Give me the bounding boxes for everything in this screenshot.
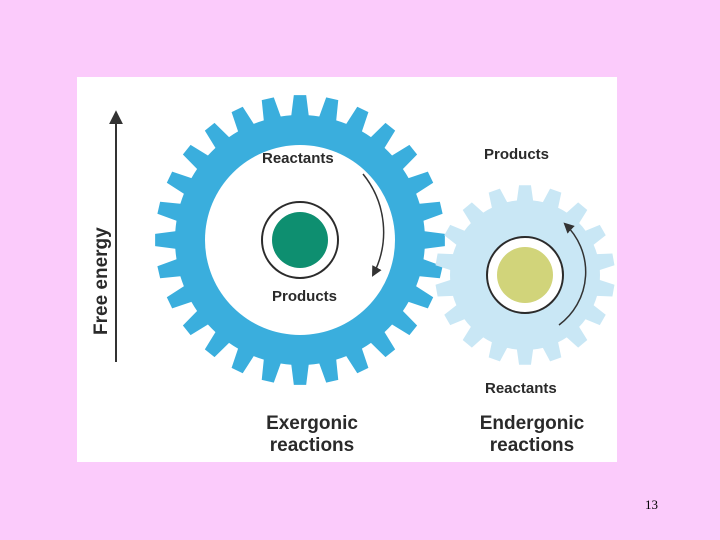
endergonic-bottom-label: Reactants (485, 380, 557, 397)
endergonic-caption: Endergonic reactions (467, 413, 597, 457)
page-number: 13 (645, 497, 658, 512)
endergonic-gear (435, 185, 615, 365)
exergonic-caption: Exergonic reactions (257, 413, 367, 457)
exergonic-hub-core (272, 212, 328, 268)
endergonic-rotation-arrow (558, 222, 587, 326)
endergonic-caption-line2: reactions (489, 435, 575, 456)
exergonic-rotation-arrow (362, 173, 385, 277)
exergonic-gear (155, 95, 445, 385)
gears-figure: Free energy Reactants Products Products … (77, 77, 617, 462)
exergonic-top-label: Reactants (262, 150, 334, 167)
exergonic-caption-line1: Exergonic (266, 413, 358, 434)
exergonic-bottom-label: Products (272, 288, 338, 305)
exergonic-caption-line2: reactions (269, 435, 355, 456)
endergonic-top-label: Products (484, 146, 550, 163)
endergonic-hub-core (497, 247, 553, 303)
gears-diagram (109, 95, 615, 385)
free-energy-axis-label: Free energy (91, 227, 112, 335)
endergonic-caption-line1: Endergonic (479, 413, 585, 434)
